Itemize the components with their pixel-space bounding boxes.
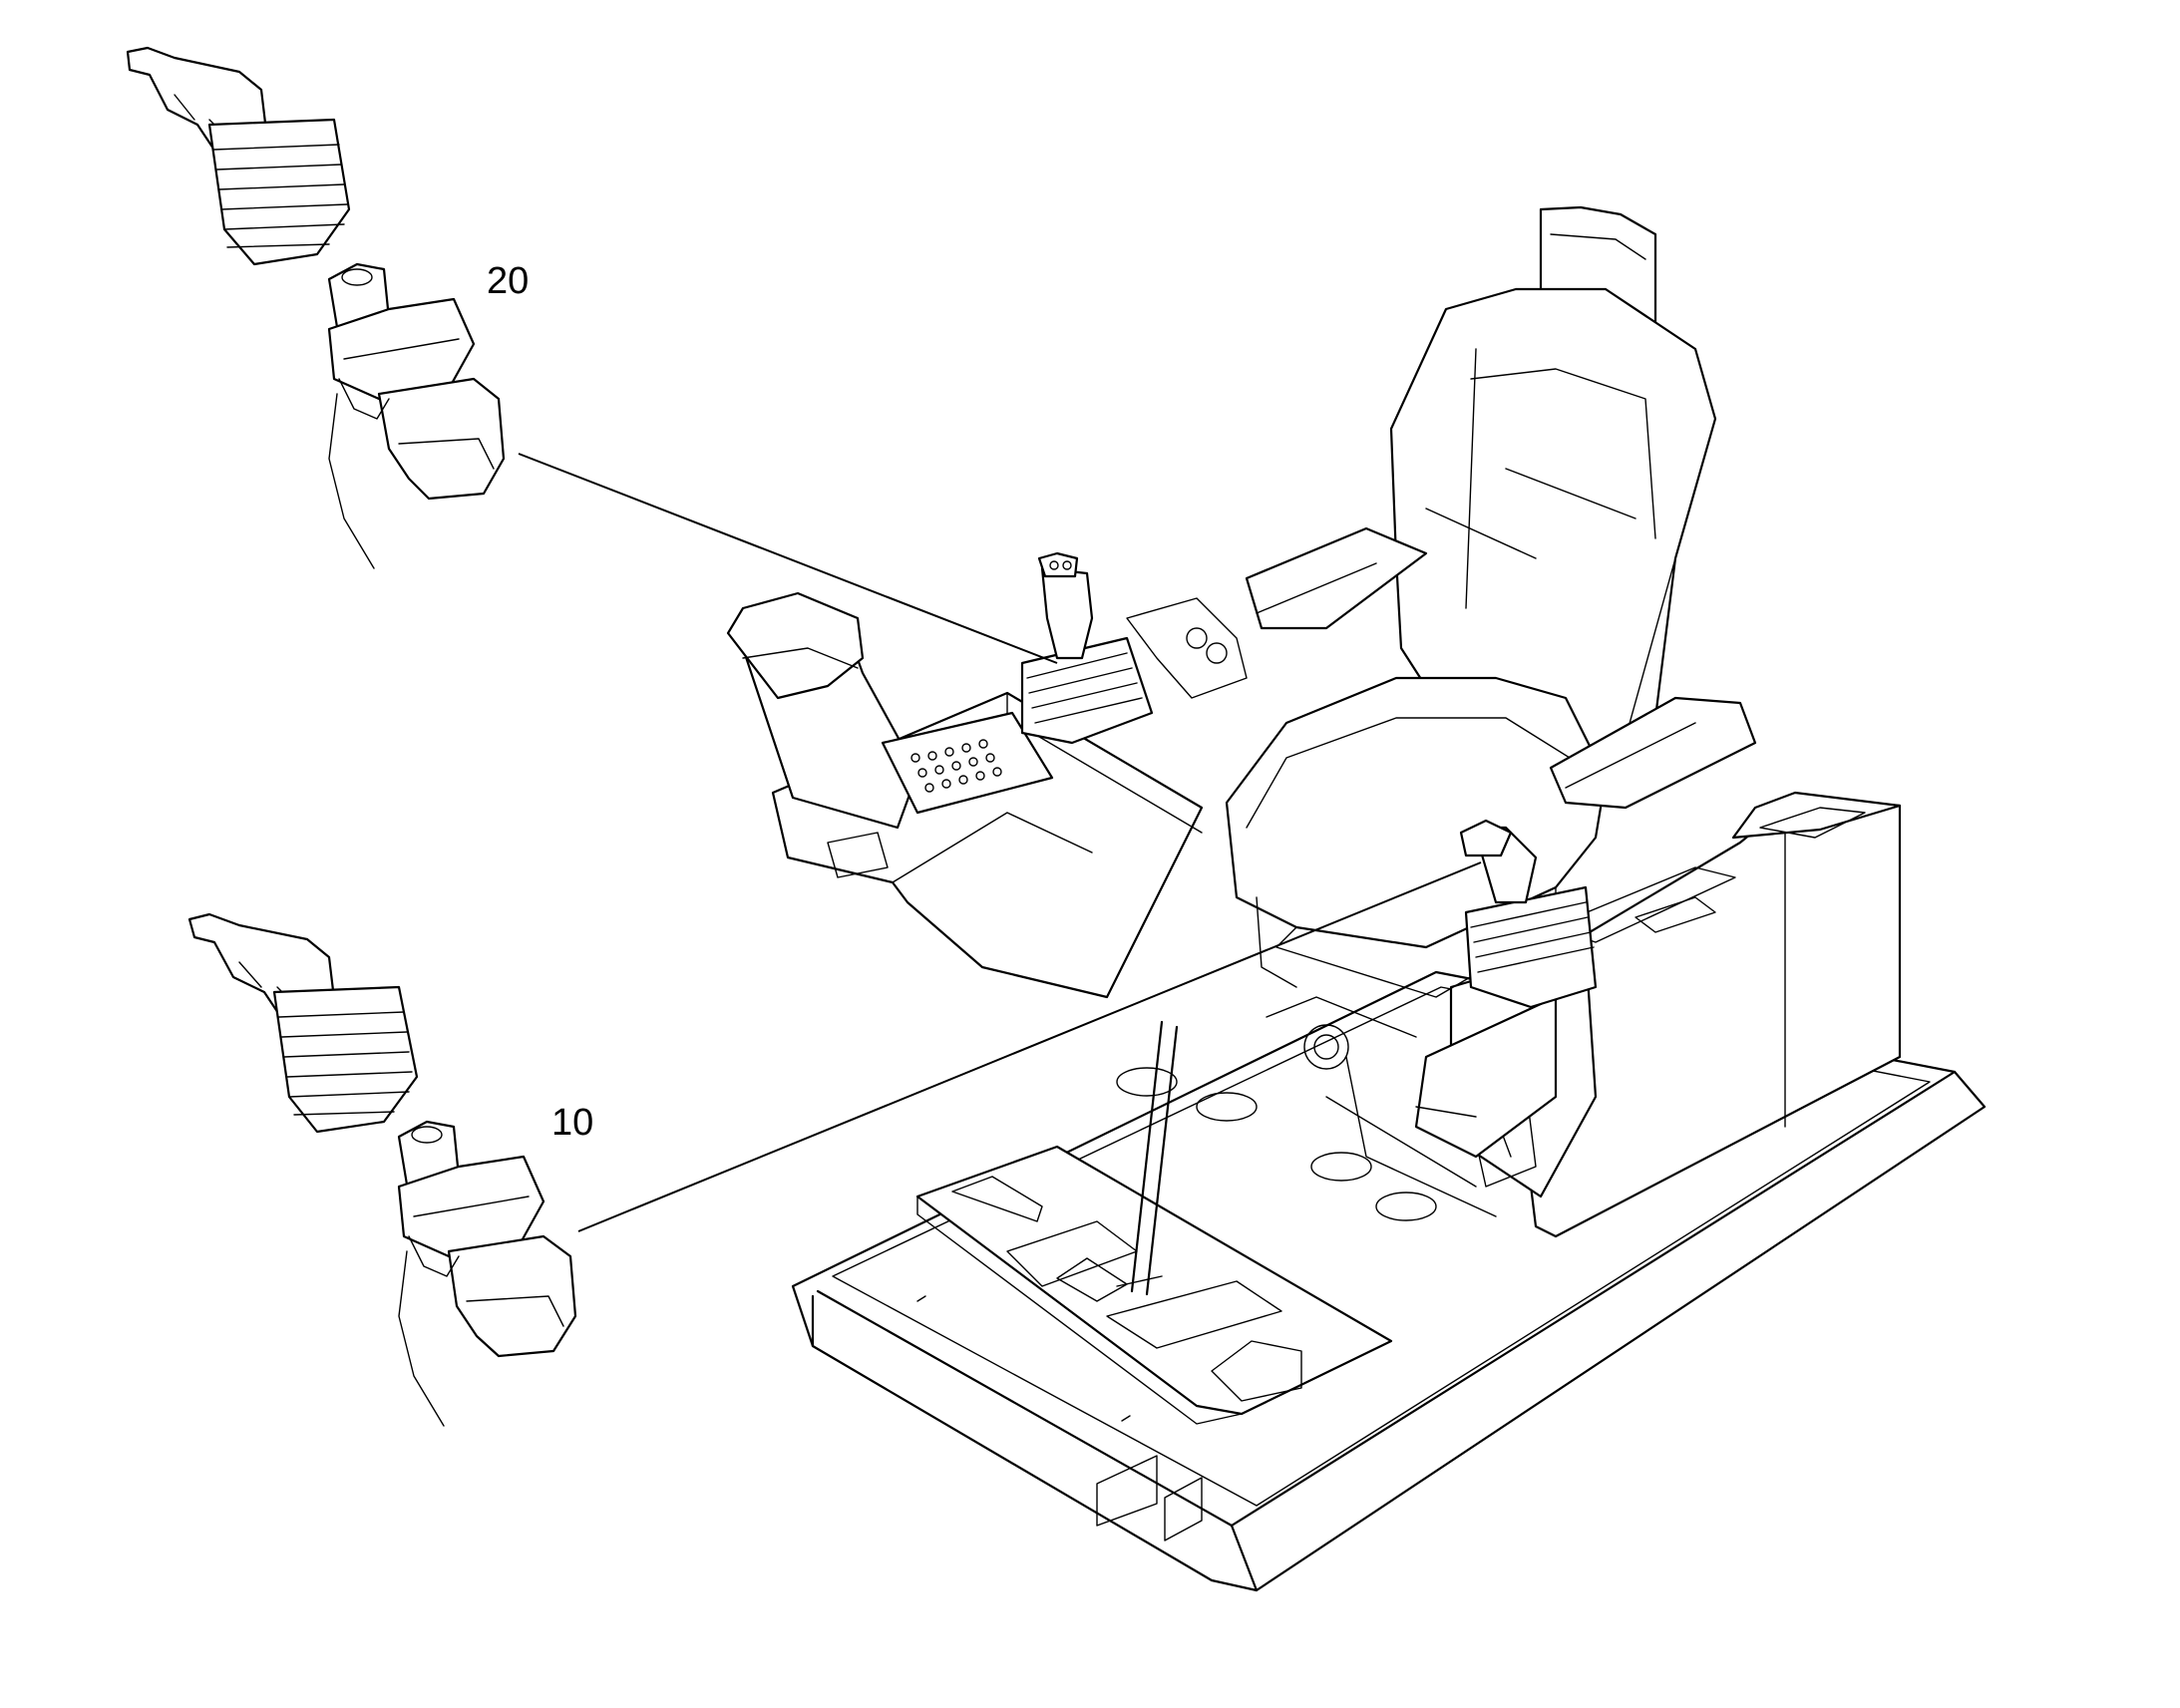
callout-10: 10 — [551, 1102, 593, 1144]
floor-holes — [1116, 1067, 1437, 1221]
right-seat-joystick — [1459, 819, 1598, 1009]
part-20-handle — [126, 46, 351, 266]
control-rod — [1116, 1020, 1179, 1296]
part-10-assembly: 10 — [187, 912, 593, 1427]
left-console — [726, 591, 1248, 999]
callout-20: 20 — [487, 260, 529, 302]
part-10-valve — [397, 1120, 577, 1427]
part-20-valve — [327, 262, 506, 569]
leader-line-10 — [577, 861, 1482, 1232]
leader-line-20 — [518, 453, 1058, 664]
left-seat-joystick — [1020, 551, 1154, 745]
part-20-assembly: 20 — [126, 46, 529, 569]
floor-plate — [915, 1145, 1393, 1425]
part-10-handle — [187, 912, 419, 1134]
leader-lines — [518, 453, 1482, 1232]
armrest-foot-pad-holes — [910, 739, 1002, 793]
